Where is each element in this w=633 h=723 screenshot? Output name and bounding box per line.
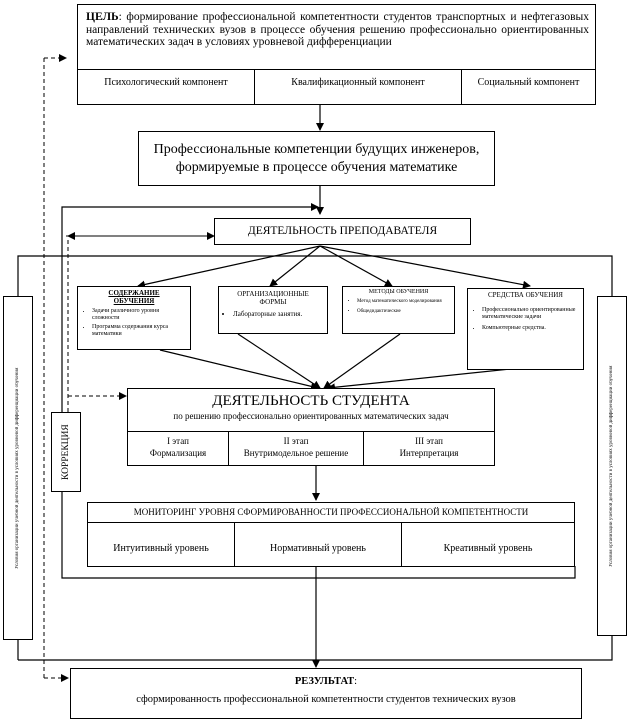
component-social: Социальный компонент: [477, 77, 580, 88]
methods-title: МЕТОДЫ ОБУЧЕНИЯ: [368, 289, 429, 295]
result-text: сформированность профессиональной компет…: [136, 694, 516, 705]
level-creative: Креативный уровень: [443, 543, 533, 554]
content-item: Программа содержания курса математики: [92, 324, 186, 338]
goal-description: : формирование профессиональной компетен…: [86, 11, 589, 48]
forms-block: ОРГАНИЗАЦИОННЫЕ ФОРМЫ Лабораторные занят…: [218, 286, 328, 334]
stage-desc: Формализация: [149, 448, 207, 458]
methods-item: Метод математического моделирования: [357, 299, 450, 305]
goal-text: ЦЕЛЬ: формирование профессиональной комп…: [86, 11, 589, 49]
monitoring-levels-row: Интуитивный уровень Нормативный уровень …: [88, 522, 574, 567]
student-stages-row: I этап Формализация II этап Внутримодель…: [128, 431, 494, 466]
means-block: СРЕДСТВА ОБУЧЕНИЯ Профессионально ориент…: [467, 288, 584, 370]
student-activity-block: ДЕЯТЕЛЬНОСТЬ СТУДЕНТА по решению професс…: [127, 388, 495, 466]
means-title: СРЕДСТВА ОБУЧЕНИЯ: [488, 291, 563, 299]
content-list: Задачи различного уровня сложности Прогр…: [82, 308, 186, 338]
level-normative: Нормативный уровень: [270, 543, 366, 554]
stage-desc: Интерпретация: [399, 448, 459, 458]
forms-item: Лабораторные занятия.: [233, 310, 323, 318]
conditions-right-label: Условия организации учебной деятельности…: [609, 365, 614, 567]
goal-components-row: Психологический компонент Квалификационн…: [78, 69, 595, 105]
conditions-left-label: Условия организации учебной деятельности…: [15, 367, 20, 569]
goal-label: ЦЕЛЬ: [86, 11, 119, 23]
stage-desc: Внутримодельное решение: [243, 448, 349, 458]
stage-name: I этап: [167, 436, 189, 446]
result-heading: РЕЗУЛЬТАТ:: [71, 675, 581, 688]
component-psychological: Психологический компонент: [104, 77, 228, 88]
student-activity-subtitle: по решению профессионально ориентированн…: [173, 411, 449, 421]
conditions-left: Условия организации учебной деятельности…: [3, 296, 33, 640]
correction-block: КОРРЕКЦИЯ: [51, 412, 81, 492]
competencies-line-1: Профессиональные компетенции будущих инж…: [153, 142, 480, 157]
methods-item: Общедидактические: [357, 309, 450, 315]
content-item: Задачи различного уровня сложности: [92, 308, 186, 322]
correction-label: КОРРЕКЦИЯ: [61, 424, 71, 480]
methods-list: Метод математического моделирования Обще…: [347, 299, 450, 315]
means-list: Профессионально ориентированные математи…: [472, 307, 579, 332]
stage-2: II этап Внутримодельное решение: [229, 435, 363, 459]
goal-block: ЦЕЛЬ: формирование профессиональной комп…: [77, 4, 596, 105]
competencies-line-2: формируемые в процессе обучения математи…: [175, 160, 458, 175]
monitoring-block: МОНИТОРИНГ УРОВНЯ СФОРМИРОВАННОСТИ ПРОФЕ…: [87, 502, 575, 567]
teacher-activity-block: ДЕЯТЕЛЬНОСТЬ ПРЕПОДАВАТЕЛЯ: [214, 218, 471, 245]
result-label: РЕЗУЛЬТАТ: [294, 676, 355, 687]
monitoring-title: МОНИТОРИНГ УРОВНЯ СФОРМИРОВАННОСТИ ПРОФЕ…: [133, 507, 529, 517]
component-qualification: Квалификационный компонент: [291, 77, 425, 88]
stage-1: I этап Формализация: [128, 435, 228, 459]
stage-name: III этап: [415, 436, 443, 446]
stage-name: II этап: [283, 436, 309, 446]
result-block: РЕЗУЛЬТАТ: сформированность профессионал…: [70, 668, 582, 719]
conditions-right: Условия организации учебной деятельности…: [597, 296, 627, 636]
means-item: Компьютерные средства.: [482, 325, 579, 332]
stage-3: III этап Интерпретация: [364, 435, 494, 459]
level-intuitive: Интуитивный уровень: [113, 543, 209, 554]
methods-block: МЕТОДЫ ОБУЧЕНИЯ Метод математического мо…: [342, 286, 455, 334]
forms-title: ОРГАНИЗАЦИОННЫЕ ФОРМЫ: [237, 290, 309, 306]
means-item: Профессионально ориентированные математи…: [482, 307, 579, 321]
forms-list: Лабораторные занятия.: [223, 310, 323, 318]
student-activity-title: ДЕЯТЕЛЬНОСТЬ СТУДЕНТА: [212, 393, 410, 409]
content-block: СОДЕРЖАНИЕ ОБУЧЕНИЯ Задачи различного ур…: [77, 286, 191, 350]
result-colon: :: [354, 676, 358, 687]
teacher-activity-title: ДЕЯТЕЛЬНОСТЬ ПРЕПОДАВАТЕЛЯ: [247, 225, 438, 237]
competencies-block: Профессиональные компетенции будущих инж…: [138, 131, 495, 186]
content-title: СОДЕРЖАНИЕ ОБУЧЕНИЯ: [108, 289, 160, 305]
